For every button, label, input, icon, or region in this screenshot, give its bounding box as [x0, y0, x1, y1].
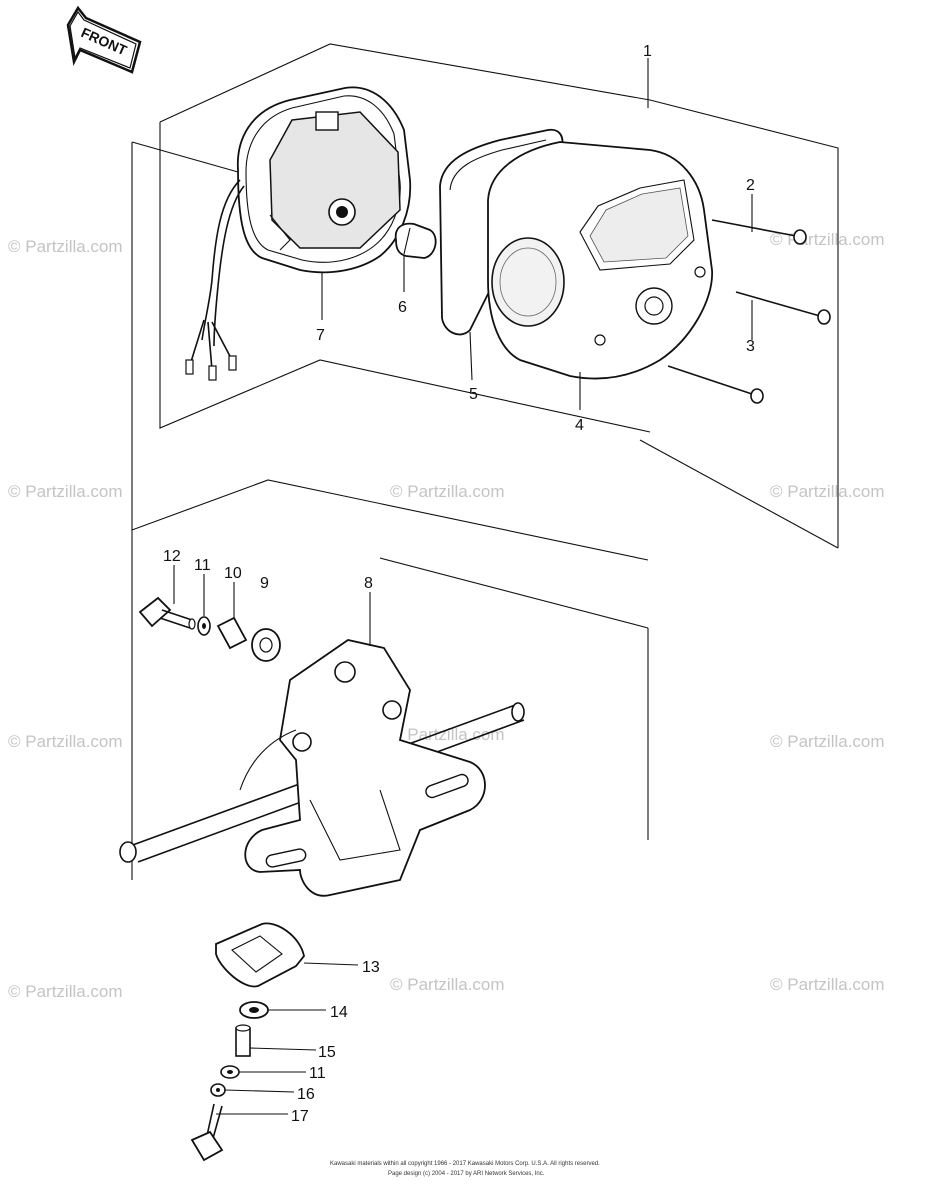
- callout-5: 5: [469, 386, 478, 403]
- front-arrow-icon: FRONT: [66, 5, 142, 74]
- watermark: © Partzilla.com: [770, 230, 885, 249]
- callout-8: 8: [364, 575, 373, 592]
- watermark: © Partzilla.com: [770, 482, 885, 501]
- callout-4: 4: [575, 417, 584, 434]
- callout-11: 11: [194, 557, 211, 574]
- watermark: © Partzilla.com: [8, 237, 123, 256]
- watermark: © Partzilla.com: [8, 732, 123, 751]
- callout-1: 1: [643, 43, 652, 60]
- watermark: © Partzilla.com: [390, 482, 505, 501]
- callout-14: 14: [330, 1004, 348, 1021]
- callout-3: 3: [746, 338, 755, 355]
- mounting-bracket: [119, 639, 525, 897]
- lamp-base-housing: [185, 86, 412, 381]
- lens-screws: [667, 219, 831, 404]
- taillight-lens: [487, 141, 713, 380]
- watermark: © Partzilla.com: [770, 975, 885, 994]
- callout-12: 12: [163, 548, 181, 565]
- callout-7: 7: [316, 327, 325, 344]
- callout-6: 6: [398, 299, 407, 316]
- watermark: © Partzilla.com: [770, 732, 885, 751]
- watermark: © Partzilla.com: [8, 482, 123, 501]
- copyright-line-1: Kawasaki materials within all copyright …: [330, 1161, 600, 1167]
- assembly-outline-1: [131, 43, 839, 880]
- upper-fasteners: [138, 596, 281, 662]
- callout-15: 15: [318, 1044, 336, 1061]
- callout-11-lower: 11: [309, 1065, 326, 1082]
- callout-10: 10: [224, 565, 242, 582]
- watermark: © Partzilla.com: [8, 982, 123, 1001]
- copyright-footer: Kawasaki materials within all copyright …: [330, 1161, 600, 1177]
- watermarks: © Partzilla.com © Partzilla.com © Partzi…: [8, 230, 885, 1001]
- watermark: © Partzilla.com: [390, 975, 505, 994]
- callout-2: 2: [746, 177, 755, 194]
- callout-16: 16: [297, 1086, 315, 1103]
- leader-lines: [173, 58, 753, 1115]
- watermark: © Partzilla.com: [390, 725, 505, 744]
- lower-fasteners: [190, 922, 305, 1162]
- callout-9: 9: [260, 575, 269, 592]
- copyright-line-2: Page design (c) 2004 - 2017 by ARI Netwo…: [388, 1171, 545, 1177]
- callout-17: 17: [291, 1108, 309, 1125]
- callout-numbers: 1 2 3 4 5 6 7 8 9 10 11 12 13 14 15 11 1…: [163, 43, 755, 1125]
- callout-13: 13: [362, 959, 380, 976]
- bulb: [394, 222, 437, 259]
